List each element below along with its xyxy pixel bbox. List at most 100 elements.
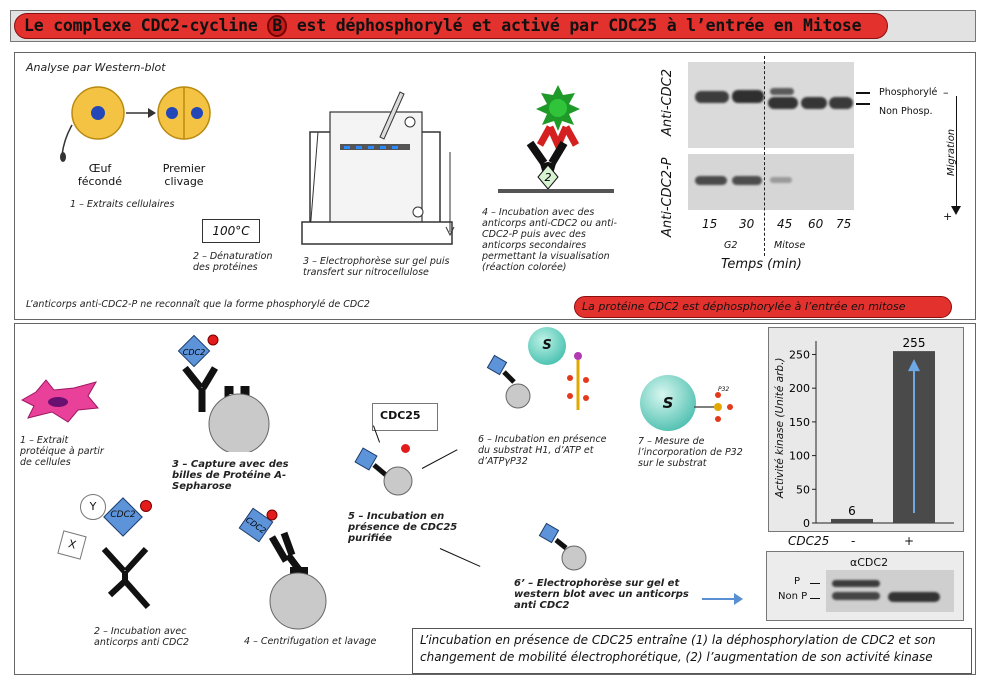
y-molecule: Y [80, 494, 106, 520]
title-pill [14, 13, 888, 39]
blot2-title: αCDC2 [850, 556, 889, 569]
band-marker-phospho [856, 92, 870, 94]
antibody-membrane-illustration: 2 [498, 85, 614, 193]
step2-label: 2 – Dénaturation des protéines [193, 251, 273, 273]
band-label-nonphospho: Non Phosp. [879, 106, 933, 117]
chart-y-tick-label: 150 [789, 416, 810, 429]
chart-y-tick-label: 50 [796, 483, 810, 496]
chart-increase-arrow-head [908, 359, 920, 372]
sperm-head [60, 152, 66, 162]
anti-cdc2-antibody [101, 546, 151, 609]
step3-label: 3 – Electrophorèse sur gel puis transfer… [303, 256, 450, 278]
cdc2-label: CDC2 [110, 510, 136, 520]
phase-mitose: Mitose [774, 240, 806, 251]
step1-label: 1 – Extraits cellulaires [70, 199, 175, 210]
page-title: Le complexe CDC2-cycline B est déphospho… [24, 15, 862, 37]
migration-arrow-line [956, 96, 957, 208]
egg-nucleus [91, 106, 105, 120]
migration-arrow-head [951, 206, 961, 215]
time-15: 15 [702, 217, 718, 231]
sperm-tail [61, 124, 73, 156]
band-15-phospho [695, 91, 729, 103]
method-label: Analyse par Western-blot [26, 61, 166, 74]
chart-xlabel: CDC25 [788, 534, 830, 548]
band-p-30 [732, 176, 762, 185]
chart-category-plus: + [904, 534, 915, 548]
bottom-step6-label: 6 – Incubation en présence du substrat H… [478, 434, 607, 467]
nucleus-right [191, 107, 203, 119]
band-45-phospho [770, 88, 794, 95]
p32-label: P32 [718, 386, 730, 393]
temp-box: 100°C [202, 219, 260, 243]
electrophoresis-apparatus [301, 91, 455, 245]
bottom-step5-label: 5 – Incubation en présence de CDC25 puri… [348, 511, 458, 544]
svg-text:CDC2: CDC2 [183, 348, 205, 357]
band-p-15 [695, 176, 727, 185]
step4-label: 4 – Incubation avec des anticorps anti-C… [482, 207, 617, 273]
migration-minus: – [943, 86, 949, 99]
antibody-note: L’anticorps anti-CDC2-P ne reconnaît que… [26, 299, 370, 310]
bottom-step3-label: 3 – Capture avec des billes de Protéine … [172, 459, 289, 492]
chart-ylabel: Activité kinase (Unité arb.) [774, 357, 786, 498]
egg-cleavage-illustration [60, 86, 211, 162]
cleavage-label: Premier clivage [162, 162, 206, 188]
cycline-b-highlight: B [267, 15, 288, 37]
chart-y-tick-label: 250 [789, 348, 810, 361]
bottom-conclusion: L’incubation en présence de CDC25 entraî… [420, 633, 936, 664]
migration-label: Migration [946, 128, 957, 176]
bottom-step6b-label: 6’ – Electrophorèse sur gel et western b… [514, 578, 689, 611]
top-conclusion-pill [574, 296, 952, 318]
blot2-marker-p [810, 583, 820, 584]
step5-complex [354, 447, 413, 496]
chart-category-minus: - [851, 534, 856, 548]
arrow-to-blot2-head [734, 593, 743, 605]
band-45-nonphospho [768, 97, 798, 109]
chart-y-tick-label: 100 [789, 450, 810, 463]
blot2-band-minus-nonp [832, 592, 880, 600]
phosphate-dot [140, 500, 152, 512]
time-60: 60 [808, 217, 824, 231]
protein-a-bead-complex: CDC2 [177, 334, 270, 452]
cdc25-phosphate-dot [401, 444, 410, 453]
chart-y-tick-label: 0 [803, 517, 810, 530]
bottom-conclusion-box [412, 628, 972, 674]
band-75-nonphospho [829, 97, 853, 109]
band-60-nonphospho [801, 97, 827, 109]
blot2-marker-nonp [810, 598, 820, 599]
substrate-s-step6: S [528, 327, 566, 365]
blot2-gel [826, 570, 954, 612]
time-30: 30 [739, 217, 755, 231]
chart-y-tick-label: 200 [789, 382, 810, 395]
blot2-label-p: P [794, 576, 801, 587]
cell-illustration [20, 379, 99, 423]
blot-time-axis-label: Temps (min) [721, 257, 802, 272]
migration-plus: + [943, 210, 953, 223]
blot-row1-label: Anti-CDC2 [660, 69, 675, 136]
phase-g2: G2 [724, 240, 738, 251]
chart-bar-label-1: 255 [903, 336, 926, 350]
svg-text:2: 2 [545, 171, 552, 184]
nucleus-left [166, 107, 178, 119]
step6b-complex [538, 522, 587, 571]
arrow-head [148, 108, 156, 118]
bottom-step4-label: 4 – Centrifugation et lavage [244, 636, 377, 647]
time-45: 45 [777, 217, 793, 231]
bottom-step7-label: 7 – Mesure de l’incorporation de P32 sur… [638, 436, 743, 469]
substrate-s-step7: S [640, 375, 696, 431]
time-75: 75 [836, 217, 852, 231]
band-label-phospho: Phosphorylé [879, 87, 938, 98]
bottom-step1-label: 1 – Extrait protéique à partir de cellul… [20, 435, 104, 468]
cdc25-label: CDC25 [380, 409, 421, 422]
blot2-band-plus-nonp [888, 592, 940, 602]
blot2-label-nonp: Non P [778, 591, 808, 602]
chart-bar-0 [831, 518, 873, 523]
centrifugation-complex: CDC2 [238, 507, 327, 630]
arrow-to-blot2 [702, 598, 736, 600]
top-conclusion: La protéine CDC2 est déphosphorylée à l’… [582, 300, 906, 313]
bottom-step2-label: 2 – Incubation avec anticorps anti CDC2 [94, 626, 189, 648]
chart-bar-label-0: 6 [848, 504, 856, 518]
cdc25-box [372, 403, 438, 431]
mitosis-divider [764, 56, 765, 256]
kinase-activity-chart: 0 50 100 150 200 250 6 255 [789, 336, 954, 530]
blot2-band-minus-p [832, 580, 880, 587]
